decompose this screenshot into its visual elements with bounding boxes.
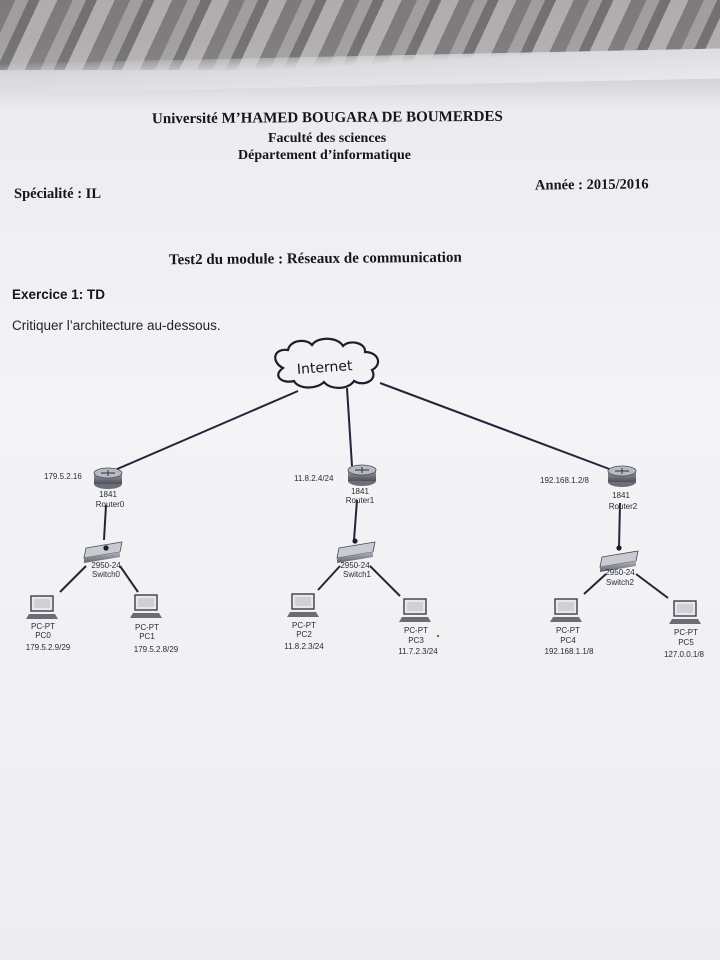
pc1-name: PC1 — [139, 632, 155, 641]
pc0-ip: 179.5.2.9/29 — [26, 643, 71, 652]
pc2-name: PC2 — [296, 630, 312, 639]
switch2-name: Switch2 — [606, 578, 635, 587]
pc1-ip: 179.5.2.8/29 — [134, 645, 179, 654]
pc1-type: PC-PT — [135, 623, 159, 632]
pc2: PC-PT PC2 11.8.2.3/24 — [284, 593, 324, 651]
router1-model: 1841 — [351, 487, 369, 496]
pc4-name: PC4 — [560, 636, 576, 645]
link-internet-router2 — [379, 382, 613, 471]
link-switch1-pc2 — [317, 565, 341, 591]
link-router1-switch1 — [353, 499, 358, 541]
pc5-name: PC5 — [678, 638, 694, 647]
router0-name: Router0 — [96, 500, 125, 509]
pc3-type: PC-PT — [404, 626, 428, 635]
router2-name: Router2 — [609, 502, 638, 511]
pc0-type: PC-PT — [31, 622, 55, 631]
link-switch1-pc3 — [369, 565, 401, 597]
router2: 192.168.1.2/8 1841 Router2 — [540, 465, 638, 511]
pc5-type: PC-PT — [674, 628, 698, 637]
pc4: PC-PT PC4 192.168.1.1/8 — [545, 598, 594, 656]
pc3-ip: 11.7.2.3/24 — [398, 647, 438, 656]
exercise-instruction: Critiquer l’architecture au-dessous. — [12, 318, 221, 333]
switch2: 2950-24 Switch2 — [599, 545, 639, 587]
router0-ip: 179.5.2.16 — [44, 472, 82, 481]
router2-ip: 192.168.1.2/8 — [540, 476, 589, 485]
switch0-name: Switch0 — [92, 570, 121, 579]
specialty-label: Spécialité : IL — [14, 186, 101, 202]
router1: 11.8.2.4/24 1841 Router1 — [294, 464, 377, 505]
switch1: 2950-24 Switch1 — [336, 538, 376, 579]
router2-model: 1841 — [612, 491, 630, 500]
switch1-name: Switch1 — [343, 570, 372, 579]
link-internet-router0 — [114, 390, 299, 471]
link-router2-switch2 — [618, 502, 621, 549]
ink-speck — [437, 635, 439, 637]
exercise-title: Exercice 1: TD — [12, 287, 106, 302]
pc5-ip: 127.0.0.1/8 — [664, 650, 705, 659]
pc3-name: PC3 — [408, 636, 424, 645]
pc0: PC-PT PC0 179.5.2.9/29 — [26, 595, 71, 652]
pc0-name: PC0 — [35, 631, 51, 640]
router0: 179.5.2.16 1841 Router0 — [44, 467, 125, 509]
pc4-ip: 192.168.1.1/8 — [545, 647, 594, 656]
router1-ip: 11.8.2.4/24 — [294, 474, 334, 483]
links — [59, 382, 669, 599]
link-internet-router1 — [346, 387, 353, 467]
internet-cloud-icon: Internet — [274, 337, 380, 389]
internet-label: Internet — [296, 358, 353, 378]
pc2-ip: 11.8.2.3/24 — [284, 642, 324, 651]
switch1-model: 2950-24 — [340, 561, 370, 570]
pc3: PC-PT PC3 11.7.2.3/24 — [398, 598, 439, 656]
link-router0-switch0 — [103, 504, 107, 541]
router0-model: 1841 — [99, 490, 117, 499]
pc2-type: PC-PT — [292, 621, 316, 630]
switch2-model: 2950-24 — [605, 568, 635, 577]
department-name: Département d’informatique — [238, 148, 412, 163]
switch0: 2950-24 Switch0 — [83, 541, 123, 579]
link-switch2-pc5 — [635, 573, 669, 599]
link-switch2-pc4 — [583, 573, 607, 595]
faculty-name: Faculté des sciences — [268, 131, 387, 146]
link-switch0-pc1 — [119, 565, 139, 593]
link-switch0-pc0 — [59, 565, 87, 593]
pc5: PC-PT PC5 127.0.0.1/8 — [664, 600, 705, 659]
pc1: PC-PT PC1 179.5.2.8/29 — [130, 594, 179, 654]
pc4-type: PC-PT — [556, 626, 580, 635]
switch0-model: 2950-24 — [91, 561, 121, 570]
router1-name: Router1 — [346, 496, 375, 505]
